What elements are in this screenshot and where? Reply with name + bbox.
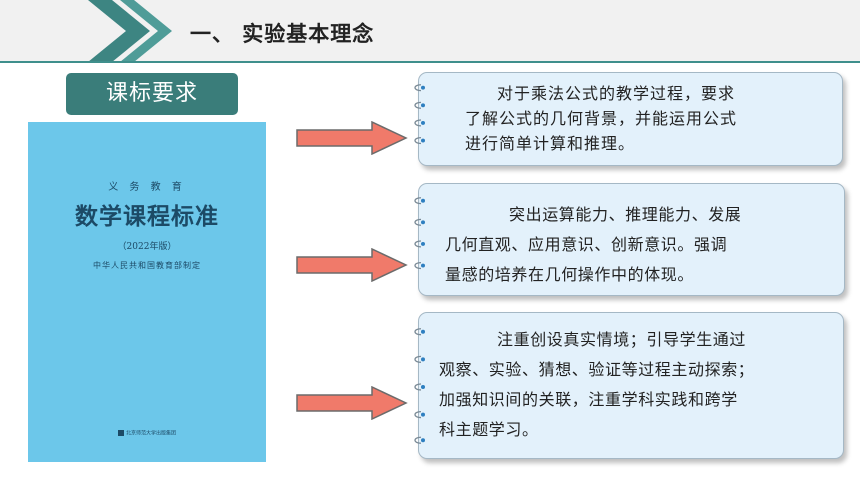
section-tag: 课标要求 — [66, 73, 238, 115]
card-line: 观察、实验、猜想、验证等过程主动探索； — [439, 360, 755, 379]
card-line: 加强知识间的关联，注重学科实践和跨学 — [439, 390, 738, 409]
book-imprint: 北京师范大学出版集团 — [28, 430, 266, 438]
info-card: 突出运算能力、推理能力、发展 几何直观、应用意识、创新意识。强调 量感的培养在几… — [414, 183, 845, 296]
book-title: 数学课程标准 — [75, 203, 219, 230]
card-line: 了解公式的几何背景，并能运用公式 — [465, 109, 738, 128]
book-edition: （2022年版） — [117, 242, 177, 252]
right-arrow-icon — [296, 248, 408, 282]
card-line: 进行简单计算和推理。 — [465, 134, 636, 153]
card-line: 几何直观、应用意识、创新意识。强调 — [445, 235, 728, 254]
book-imprint-text: 北京师范大学出版集团 — [125, 430, 176, 437]
card-text: 突出运算能力、推理能力、发展 几何直观、应用意识、创新意识。强调 量感的培养在几… — [445, 200, 837, 290]
book-cover-image: 义 务 教 育 数学课程标准 （2022年版） 中华人民共和国教育部制定 北京师… — [28, 122, 266, 462]
info-card: 注重创设真实情境；引导学生通过 观察、实验、猜想、验证等过程主动探索； 加强知识… — [414, 312, 844, 459]
publisher-logo-icon — [117, 430, 124, 436]
card-text: 对于乘法公式的教学过程，要求 了解公式的几何背景，并能运用公式 进行简单计算和推… — [465, 81, 825, 156]
card-line: 科主题学习。 — [439, 420, 539, 439]
page-title: 一、 实验基本理念 — [190, 22, 375, 46]
spiral-binding-icon — [414, 328, 425, 444]
card-line: 对于乘法公式的教学过程，要求 — [497, 84, 736, 103]
card-line: 突出运算能力、推理能力、发展 — [509, 205, 742, 224]
card-text: 注重创设真实情境；引导学生通过 观察、实验、猜想、验证等过程主动探索； 加强知识… — [439, 325, 837, 445]
card-line: 量感的培养在几何操作中的体现。 — [445, 265, 695, 284]
right-arrow-icon — [296, 386, 408, 420]
book-publisher: 中华人民共和国教育部制定 — [93, 261, 201, 270]
header-divider — [0, 61, 860, 63]
card-line: 注重创设真实情境；引导学生通过 — [497, 330, 747, 349]
right-arrow-icon — [296, 121, 408, 155]
info-card: 对于乘法公式的教学过程，要求 了解公式的几何背景，并能运用公式 进行简单计算和推… — [414, 72, 843, 166]
spiral-binding-icon — [414, 84, 425, 145]
chevron-decoration-icon — [88, 0, 172, 62]
book-series: 义 务 教 育 — [108, 182, 186, 193]
spiral-binding-icon — [414, 197, 425, 270]
